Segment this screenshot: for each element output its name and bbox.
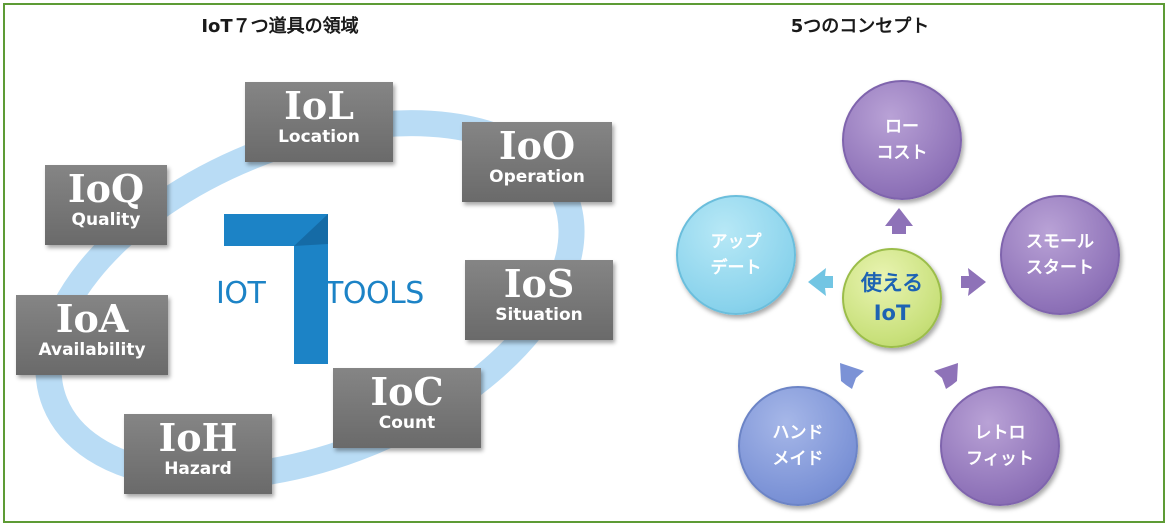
- concept-line: メイド: [772, 449, 824, 469]
- seven-numeral-mark: [224, 214, 328, 364]
- logo-tools-text: TOOLS: [325, 276, 424, 311]
- tool-box-ioh: IoH Hazard: [124, 414, 272, 494]
- concept-low-cost: ロー コスト: [842, 80, 962, 200]
- concept-line: アップ: [710, 232, 762, 252]
- concept-line: フィット: [966, 449, 1034, 469]
- tool-code: IoQ: [67, 166, 145, 211]
- tool-code: IoA: [55, 296, 129, 341]
- tool-name: Count: [378, 413, 436, 433]
- tool-name: Location: [278, 127, 360, 147]
- tool-box-ioa: IoA Availability: [16, 295, 168, 375]
- concept-line: スモール: [1026, 232, 1094, 252]
- arrow-up-icon: [885, 208, 913, 234]
- iot-7-tools-logo: IOT TOOLS: [210, 214, 450, 374]
- tool-name: Hazard: [164, 459, 232, 479]
- tool-code: IoO: [498, 123, 576, 168]
- tool-code: IoC: [370, 369, 444, 414]
- concept-small-start: スモール スタート: [1000, 195, 1120, 315]
- tool-name: Availability: [38, 340, 146, 360]
- left-panel-title: IoT７つ道具の領域: [201, 16, 359, 37]
- concept-retro-fit: レトロ フィット: [940, 386, 1060, 506]
- right-panel-title: 5つのコンセプト: [790, 16, 930, 37]
- center-line: 使える: [860, 271, 924, 295]
- logo-iot-text: IOT: [216, 276, 266, 311]
- tool-box-ios: IoS Situation: [465, 260, 613, 340]
- tool-name: Situation: [495, 305, 583, 325]
- tool-code: IoL: [284, 83, 354, 128]
- tool-code: IoS: [503, 261, 575, 306]
- concept-center-usable-iot: 使える IoT: [842, 248, 942, 348]
- concept-line: スタート: [1026, 258, 1094, 278]
- arrow-down-left-icon: [840, 363, 864, 389]
- concept-line: コスト: [876, 143, 928, 163]
- concept-hand-made: ハンド メイド: [738, 386, 858, 506]
- concept-line: レトロ: [974, 423, 1026, 443]
- concept-line: ロー: [885, 117, 919, 137]
- tool-box-iol: IoL Location: [245, 82, 393, 162]
- arrow-down-right-icon: [934, 363, 958, 389]
- tool-code: IoH: [158, 415, 238, 460]
- tool-box-ioc: IoC Count: [333, 368, 481, 448]
- concept-update: アップ デート: [676, 195, 796, 315]
- tool-box-ioo: IoO Operation: [462, 122, 612, 202]
- arrow-right-icon: [961, 268, 986, 296]
- tool-box-ioq: IoQ Quality: [45, 165, 167, 245]
- concept-line: ハンド: [772, 423, 824, 443]
- tool-name: Operation: [489, 167, 585, 187]
- tool-name: Quality: [71, 210, 141, 230]
- center-line: IoT: [873, 301, 911, 325]
- arrow-left-icon: [808, 268, 833, 296]
- concept-line: デート: [710, 258, 762, 278]
